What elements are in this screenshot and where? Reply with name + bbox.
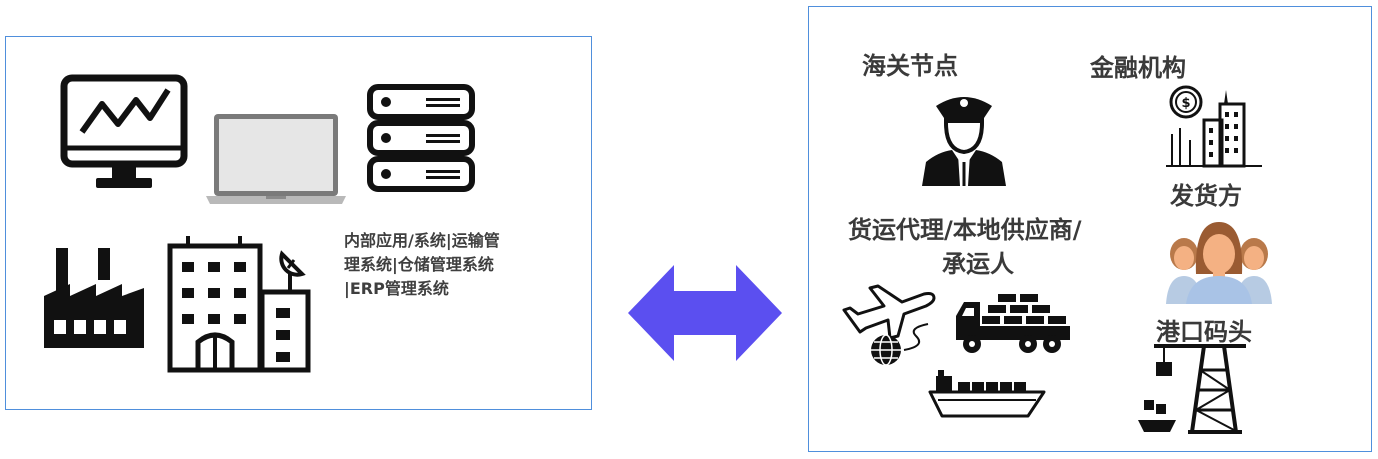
svg-text:$: $ — [1181, 96, 1190, 111]
customs-officer-icon — [922, 97, 1006, 186]
description-line: 内部应用/系统|运输管 — [344, 231, 500, 250]
cargo-ship-icon — [928, 370, 1046, 418]
description-line: |ERP管理系统 — [344, 279, 449, 298]
port-crane-icon — [1138, 344, 1246, 434]
port-label: 港口码头 — [1156, 318, 1252, 346]
air-freight-icon — [842, 284, 936, 366]
internal-systems-description: 内部应用/系统|运输管 理系统|仓储管理系统 |ERP管理系统 — [344, 229, 544, 301]
finance-label: 金融机构 — [1090, 54, 1186, 82]
office-building-icon — [167, 236, 311, 373]
external-parties-panel — [808, 6, 1372, 452]
double-arrow-icon — [628, 265, 782, 361]
truck-icon — [956, 294, 1070, 353]
server-icon — [367, 84, 475, 192]
forwarder-label-line1: 货运代理/本地供应商/ — [848, 216, 1082, 244]
laptop-icon — [206, 114, 346, 204]
factory-icon — [44, 248, 144, 348]
description-line: 理系统|仓储管理系统 — [344, 255, 494, 274]
customs-label: 海关节点 — [862, 52, 958, 80]
forwarder-label-line2: 承运人 — [942, 250, 1014, 278]
bank-building-icon: $ — [1166, 85, 1262, 168]
monitor-chart-icon — [60, 74, 188, 188]
shipper-label: 发货方 — [1170, 182, 1242, 210]
shipper-people-icon — [1166, 222, 1272, 304]
